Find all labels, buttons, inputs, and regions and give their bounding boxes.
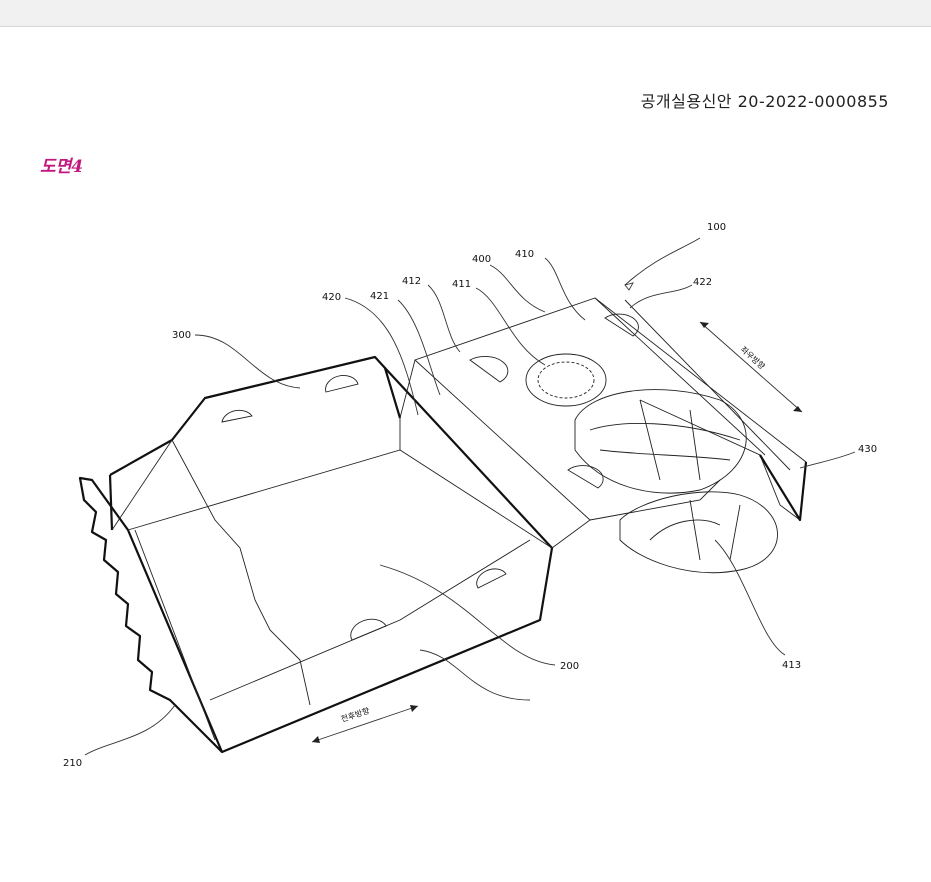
box-lid [399, 297, 808, 574]
label-210: 210 [63, 758, 82, 769]
flap-210 [78, 476, 223, 753]
label-200: 200 [560, 661, 579, 672]
right-wall-top-edge [126, 367, 554, 754]
label-100: 100 [707, 222, 726, 233]
label-412: 412 [402, 276, 421, 287]
direction-front-back: 전후방향 [340, 705, 372, 724]
label-300: 300 [172, 330, 191, 341]
figure-title: 도면4 [40, 157, 84, 177]
label-413: 413 [782, 660, 801, 671]
document-number: 공개실용신안 20-2022-0000855 [640, 92, 889, 111]
back-wall-outline [108, 355, 402, 531]
viewer-top-bar [0, 0, 931, 27]
label-411: 411 [452, 279, 471, 290]
box-left [78, 355, 554, 754]
label-410: 410 [515, 249, 534, 260]
label-430: 430 [858, 444, 877, 455]
leader-lines [84, 237, 856, 756]
label-400: 400 [472, 254, 491, 265]
label-421: 421 [370, 291, 389, 302]
label-422: 422 [693, 277, 712, 288]
label-420: 420 [322, 292, 341, 303]
direction-arrows [311, 321, 803, 743]
direction-lateral: 좌우방향 [739, 344, 768, 372]
